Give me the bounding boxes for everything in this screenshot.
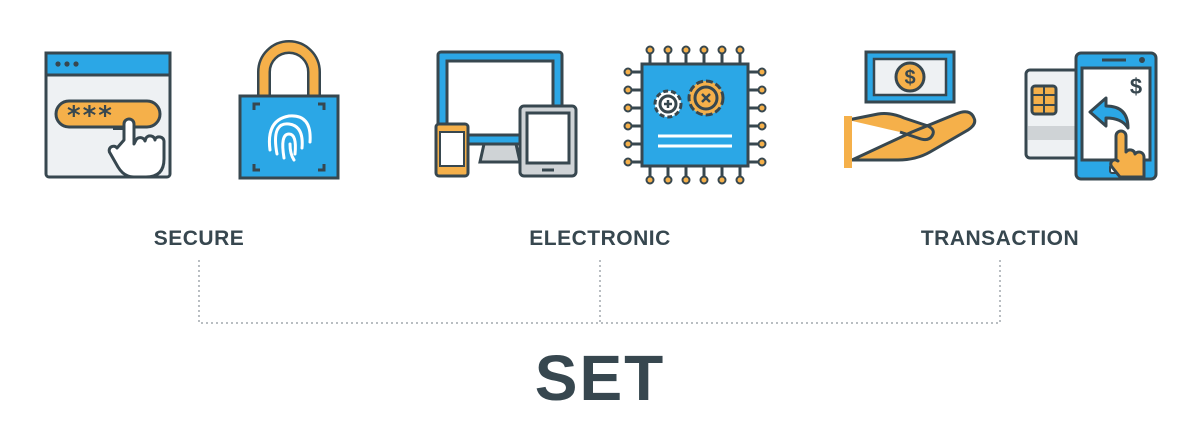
padlock-fingerprint-icon xyxy=(214,40,364,190)
hand-money-icon: $ xyxy=(836,40,986,190)
devices-icon xyxy=(428,40,578,190)
label-secure: SECURE xyxy=(153,227,245,250)
currency-symbol-bill: $ xyxy=(904,67,915,89)
label-electronic: ELECTRONIC xyxy=(529,227,671,250)
currency-symbol-phone: $ xyxy=(1130,74,1142,99)
chip-gears-icon xyxy=(620,40,770,190)
dotted-connector xyxy=(198,260,1001,324)
card-phone-payment-icon: $ xyxy=(1016,40,1166,190)
label-transaction: TRANSACTION xyxy=(920,227,1080,250)
browser-password-icon: ***_ xyxy=(36,40,186,190)
password-mask-text: ***_ xyxy=(66,101,129,131)
acronym-title: SET xyxy=(534,342,666,414)
